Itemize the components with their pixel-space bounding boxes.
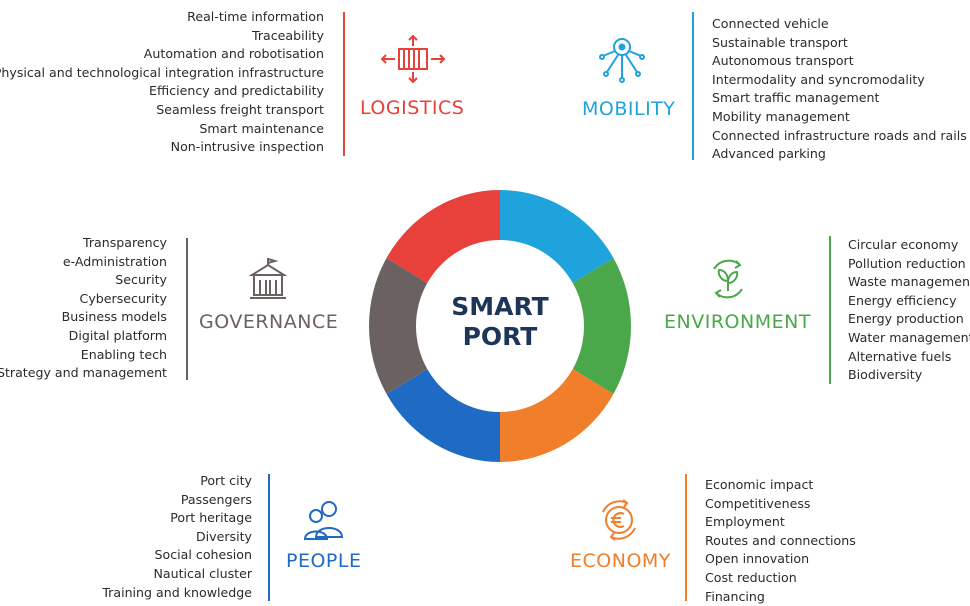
- network-icon: [599, 38, 645, 83]
- list-item: Transparency: [83, 235, 167, 250]
- list-item: Connected infrastructure roads and rails: [712, 127, 967, 143]
- center-line-1: SMART: [451, 292, 549, 321]
- list-item: Economic impact: [705, 477, 814, 492]
- list-item: Sustainable transport: [712, 34, 848, 50]
- smart-port-donut: [369, 190, 631, 462]
- list-item: Smart traffic management: [712, 90, 880, 106]
- people-title: PEOPLE: [286, 550, 362, 572]
- economy-list: Economic impact Competitiveness Employme…: [705, 476, 856, 606]
- ring-segment-mobility: [500, 190, 614, 283]
- smart-port-title: SMART PORT: [420, 292, 580, 352]
- list-item: Cost reduction: [705, 569, 797, 585]
- list-item: Port city: [200, 473, 252, 488]
- mobility-title: MOBILITY: [582, 98, 676, 120]
- container-icon: [380, 34, 446, 84]
- list-item: Port heritage: [170, 510, 252, 526]
- list-item: Smart maintenance: [199, 120, 324, 136]
- ring-segment-governance: [369, 258, 428, 394]
- list-item: Water management: [848, 329, 970, 345]
- list-item: Financing: [705, 588, 765, 604]
- logistics-divider: [343, 12, 345, 156]
- mobility-list: Connected vehicle Sustainable transport …: [712, 15, 967, 164]
- list-item: Social cohesion: [154, 547, 252, 563]
- list-item: Nautical cluster: [153, 565, 252, 581]
- governance-list: Transparency e-Administration Security C…: [0, 234, 167, 383]
- list-item: Energy efficiency: [848, 292, 957, 308]
- environment-title: ENVIRONMENT: [664, 311, 811, 333]
- environment-list: Circular economy Pollution reduction Was…: [848, 236, 970, 385]
- list-item: Mobility management: [712, 108, 850, 124]
- environment-divider: [829, 236, 831, 384]
- people-divider: [268, 474, 270, 601]
- list-item: Efficiency and predictability: [149, 83, 324, 99]
- list-item: Circular economy: [848, 237, 959, 252]
- list-item: Intermodality and syncromodality: [712, 71, 925, 87]
- list-item: Cybersecurity: [79, 290, 167, 306]
- building-icon: [248, 258, 288, 299]
- logistics-list: Real-time information Traceability Autom…: [0, 8, 324, 157]
- economy-divider: [685, 474, 687, 601]
- list-item: Seamless freight transport: [156, 101, 324, 117]
- list-item: Non-intrusive inspection: [170, 139, 324, 155]
- list-item: Pollution reduction: [848, 255, 966, 271]
- euro-coin-icon: [602, 499, 636, 541]
- ring-segment-environment: [572, 258, 631, 394]
- list-item: Traceability: [251, 27, 324, 43]
- list-item: e-Administration: [62, 253, 167, 269]
- list-item: Employment: [705, 514, 785, 530]
- list-item: Strategy and management: [0, 365, 167, 381]
- list-item: Advanced parking: [712, 146, 826, 162]
- economy-title: ECONOMY: [570, 550, 671, 572]
- list-item: Open innovation: [705, 551, 810, 567]
- mobility-divider: [692, 12, 694, 160]
- list-item: Connected vehicle: [712, 16, 829, 31]
- list-item: Alternative fuels: [848, 348, 952, 364]
- list-item: Passengers: [180, 491, 252, 507]
- list-item: Digital platform: [68, 327, 167, 343]
- list-item: Enabling tech: [80, 346, 167, 362]
- list-item: Physical and technological integration i…: [0, 64, 324, 80]
- list-item: Routes and connections: [705, 532, 856, 548]
- governance-title: GOVERNANCE: [199, 311, 339, 333]
- list-item: Competitiveness: [705, 495, 811, 511]
- list-item: Autonomous transport: [712, 53, 854, 69]
- ring-segment-people: [386, 369, 500, 462]
- governance-divider: [186, 238, 188, 380]
- list-item: Security: [115, 272, 167, 288]
- list-item: Real-time information: [187, 9, 324, 24]
- list-item: Automation and robotisation: [143, 46, 324, 62]
- list-item: Waste management: [848, 274, 970, 290]
- logistics-title: LOGISTICS: [360, 97, 465, 119]
- people-icon: [303, 501, 344, 540]
- people-list: Port city Passengers Port heritage Diver…: [102, 472, 252, 602]
- list-item: Diversity: [195, 528, 252, 544]
- list-item: Business models: [61, 309, 167, 325]
- list-item: Training and knowledge: [102, 584, 252, 600]
- list-item: Energy production: [848, 311, 964, 327]
- ring-segment-economy: [500, 369, 614, 462]
- leaf-recycle-icon: [713, 259, 743, 299]
- list-item: Biodiversity: [848, 367, 923, 383]
- center-line-2: PORT: [462, 322, 538, 351]
- ring-segment-logistics: [386, 190, 500, 283]
